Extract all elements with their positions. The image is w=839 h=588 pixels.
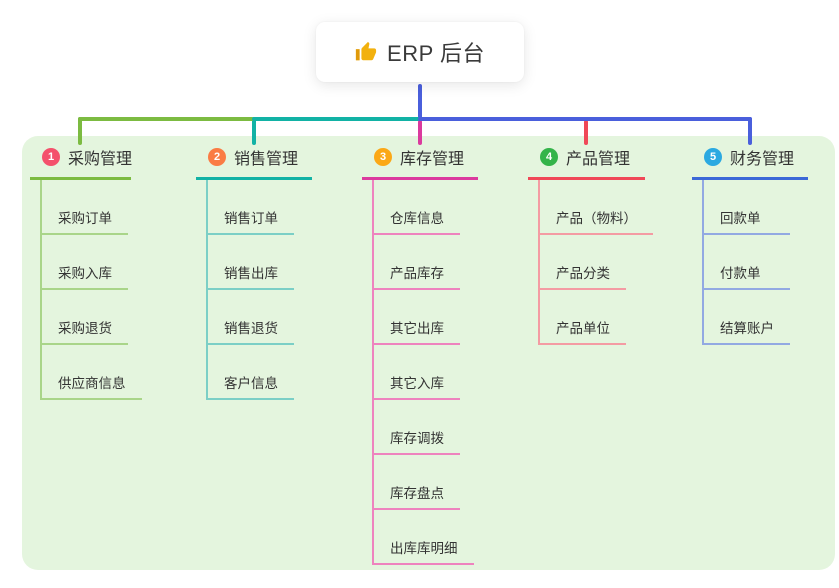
connector-bus-teal — [252, 117, 420, 121]
node-item[interactable]: 出库库明细 — [372, 510, 474, 565]
branch-label: 销售管理 — [234, 151, 299, 168]
connector-drop-inventory — [418, 120, 422, 145]
node-item[interactable]: 其它入库 — [372, 345, 460, 400]
branch-label: 库存管理 — [400, 151, 465, 168]
node-item[interactable]: 回款单 — [702, 180, 790, 235]
node-item[interactable]: 客户信息 — [206, 345, 294, 400]
branch-number-badge: 2 — [208, 148, 226, 166]
node-item[interactable]: 销售退货 — [206, 290, 294, 345]
node-item[interactable]: 采购订单 — [40, 180, 128, 235]
node-item[interactable]: 库存盘点 — [372, 455, 460, 510]
branch-label: 采购管理 — [68, 151, 133, 168]
connector-bus-green — [78, 117, 254, 121]
branch-header-product[interactable]: 4 产品管理 — [528, 145, 645, 180]
branch-header-inventory[interactable]: 3 库存管理 — [362, 145, 478, 180]
branch-sales: 2 销售管理 销售订单 销售出库 销售退货 客户信息 — [196, 145, 312, 400]
branch-number-badge: 4 — [540, 148, 558, 166]
branch-connector-line — [372, 180, 374, 565]
root-node-label: ERP 后台 — [387, 41, 485, 66]
connector-drop-purchase — [78, 117, 82, 145]
branch-number-badge: 5 — [704, 148, 722, 166]
node-item[interactable]: 产品库存 — [372, 235, 460, 290]
branch-connector-line — [538, 180, 540, 345]
branch-header-sales[interactable]: 2 销售管理 — [196, 145, 312, 180]
node-item[interactable]: 采购入库 — [40, 235, 128, 290]
node-item[interactable]: 销售订单 — [206, 180, 294, 235]
branch-connector-line — [702, 180, 704, 345]
branch-number-badge: 3 — [374, 148, 392, 166]
connector-drop-product — [584, 120, 588, 145]
branch-connector-line — [206, 180, 208, 400]
node-item[interactable]: 采购退货 — [40, 290, 128, 345]
node-item[interactable]: 供应商信息 — [40, 345, 142, 400]
node-item[interactable]: 产品单位 — [538, 290, 626, 345]
node-item[interactable]: 付款单 — [702, 235, 790, 290]
node-item[interactable]: 库存调拨 — [372, 400, 460, 455]
branch-header-finance[interactable]: 5 财务管理 — [692, 145, 808, 180]
branch-purchase: 1 采购管理 采购订单 采购入库 采购退货 供应商信息 — [30, 145, 142, 400]
node-item[interactable]: 其它出库 — [372, 290, 460, 345]
branch-connector-line — [40, 180, 42, 400]
connector-root-stem — [418, 84, 422, 121]
branch-finance: 5 财务管理 回款单 付款单 结算账户 — [692, 145, 808, 345]
thumbs-up-icon — [355, 41, 377, 61]
node-item[interactable]: 产品分类 — [538, 235, 626, 290]
branch-header-purchase[interactable]: 1 采购管理 — [30, 145, 133, 180]
connector-drop-finance — [748, 117, 752, 145]
branch-product: 4 产品管理 产品（物料） 产品分类 产品单位 — [528, 145, 653, 345]
node-item[interactable]: 销售出库 — [206, 235, 294, 290]
node-item[interactable]: 产品（物料） — [538, 180, 653, 235]
node-item[interactable]: 仓库信息 — [372, 180, 460, 235]
branch-inventory: 3 库存管理 仓库信息 产品库存 其它出库 其它入库 库存调拨 库存盘点 出库库… — [362, 145, 478, 565]
connector-drop-sales — [252, 117, 256, 145]
node-item[interactable]: 结算账户 — [702, 290, 790, 345]
branch-label: 财务管理 — [730, 151, 795, 168]
connector-bus-blue — [418, 117, 752, 121]
branch-label: 产品管理 — [566, 151, 631, 168]
branch-number-badge: 1 — [42, 148, 60, 166]
root-node[interactable]: ERP 后台 — [316, 22, 524, 82]
mindmap-background-panel — [22, 136, 835, 570]
